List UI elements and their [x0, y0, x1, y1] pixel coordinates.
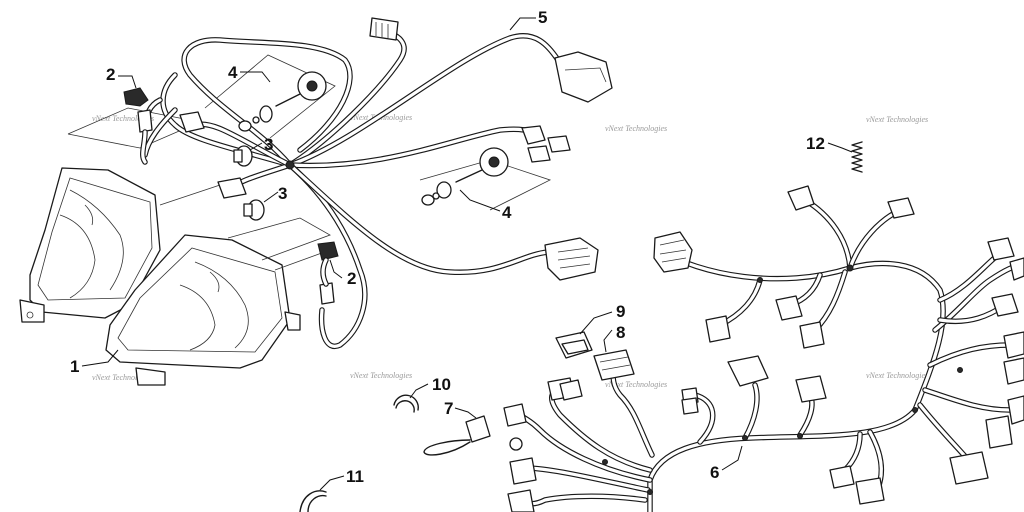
callout-7: 7 [444, 399, 453, 418]
callout-1: 1 [70, 357, 79, 376]
callout-2-lower: 2 [347, 269, 356, 288]
watermark: vNext Technologies [605, 380, 667, 389]
main-harness [503, 185, 1024, 512]
hose-clamp [393, 394, 419, 413]
coil-spring [851, 141, 863, 173]
connector-cover [555, 331, 593, 359]
watermark: vNext Technologies [92, 373, 154, 382]
watermark: vNext Technologies [92, 114, 154, 123]
ground-lead [423, 415, 491, 456]
callout-6: 6 [710, 463, 719, 482]
callout-9: 9 [616, 302, 625, 321]
callout-4-upper: 4 [228, 63, 238, 82]
bulb-socket-lower [317, 241, 339, 305]
headlight-right [105, 234, 301, 386]
callout-5: 5 [538, 8, 547, 27]
callout-3-upper: 3 [264, 135, 273, 154]
callout-10: 10 [432, 375, 451, 394]
bulb-upper [233, 145, 253, 167]
adjuster-lower [421, 147, 509, 206]
watermark: vNext Technologies [866, 115, 928, 124]
watermark: vNext Technologies [866, 371, 928, 380]
callout-2-upper: 2 [106, 65, 115, 84]
leader-lines [81, 17, 853, 491]
bulb-socket-upper [123, 87, 153, 165]
callout-labels: 1 2 2 3 3 4 4 5 6 7 8 9 10 11 12 [70, 8, 825, 486]
watermark: vNext Technologies [350, 371, 412, 380]
callout-11: 11 [346, 467, 364, 486]
watermark: vNext Technologies [605, 124, 667, 133]
callout-4-lower: 4 [502, 203, 512, 222]
adjuster-upper [238, 71, 327, 132]
callout-8: 8 [616, 323, 625, 342]
bulb-lower [243, 199, 265, 221]
headlight-harness [142, 17, 613, 349]
assembly-guide-lines [67, 54, 552, 271]
cable-tie [299, 490, 327, 512]
headlight-left [19, 167, 161, 323]
callout-12: 12 [806, 134, 825, 153]
callout-3-lower: 3 [278, 184, 287, 203]
